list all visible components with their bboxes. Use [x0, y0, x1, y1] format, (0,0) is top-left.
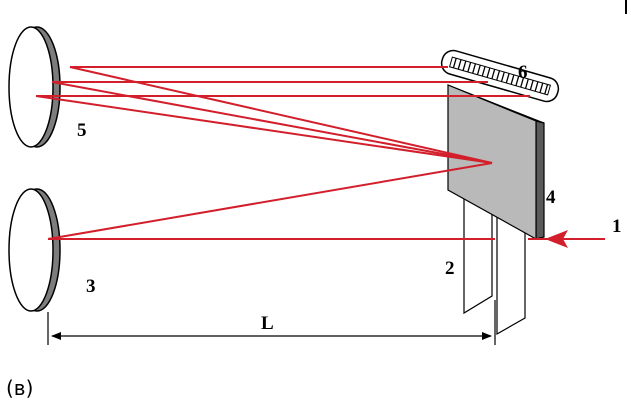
- beam-paths: [35, 66, 605, 240]
- mirror-upper: [8, 26, 61, 148]
- mirror-lower: [8, 188, 61, 312]
- beam-grating-to-upper-2: [51, 81, 493, 164]
- figure-caption: (в): [6, 376, 34, 400]
- label-distance-L: L: [261, 313, 274, 334]
- label-6: 6: [518, 62, 528, 83]
- grating-plate: [447, 84, 545, 241]
- corner-mark: [625, 0, 627, 14]
- input-arrowhead: [545, 230, 568, 248]
- label-2: 2: [445, 258, 455, 279]
- beam-lower-to-grating: [47, 162, 493, 240]
- optical-diagram: 1 2 3 4 5 6 L: [8, 26, 622, 345]
- detector-array: [440, 49, 560, 103]
- beam-grating-to-upper-3: [35, 95, 493, 164]
- label-1: 1: [612, 216, 622, 237]
- label-3: 3: [86, 276, 96, 297]
- distance-dimension: [47, 300, 496, 345]
- label-5: 5: [77, 120, 87, 141]
- label-4: 4: [546, 187, 556, 208]
